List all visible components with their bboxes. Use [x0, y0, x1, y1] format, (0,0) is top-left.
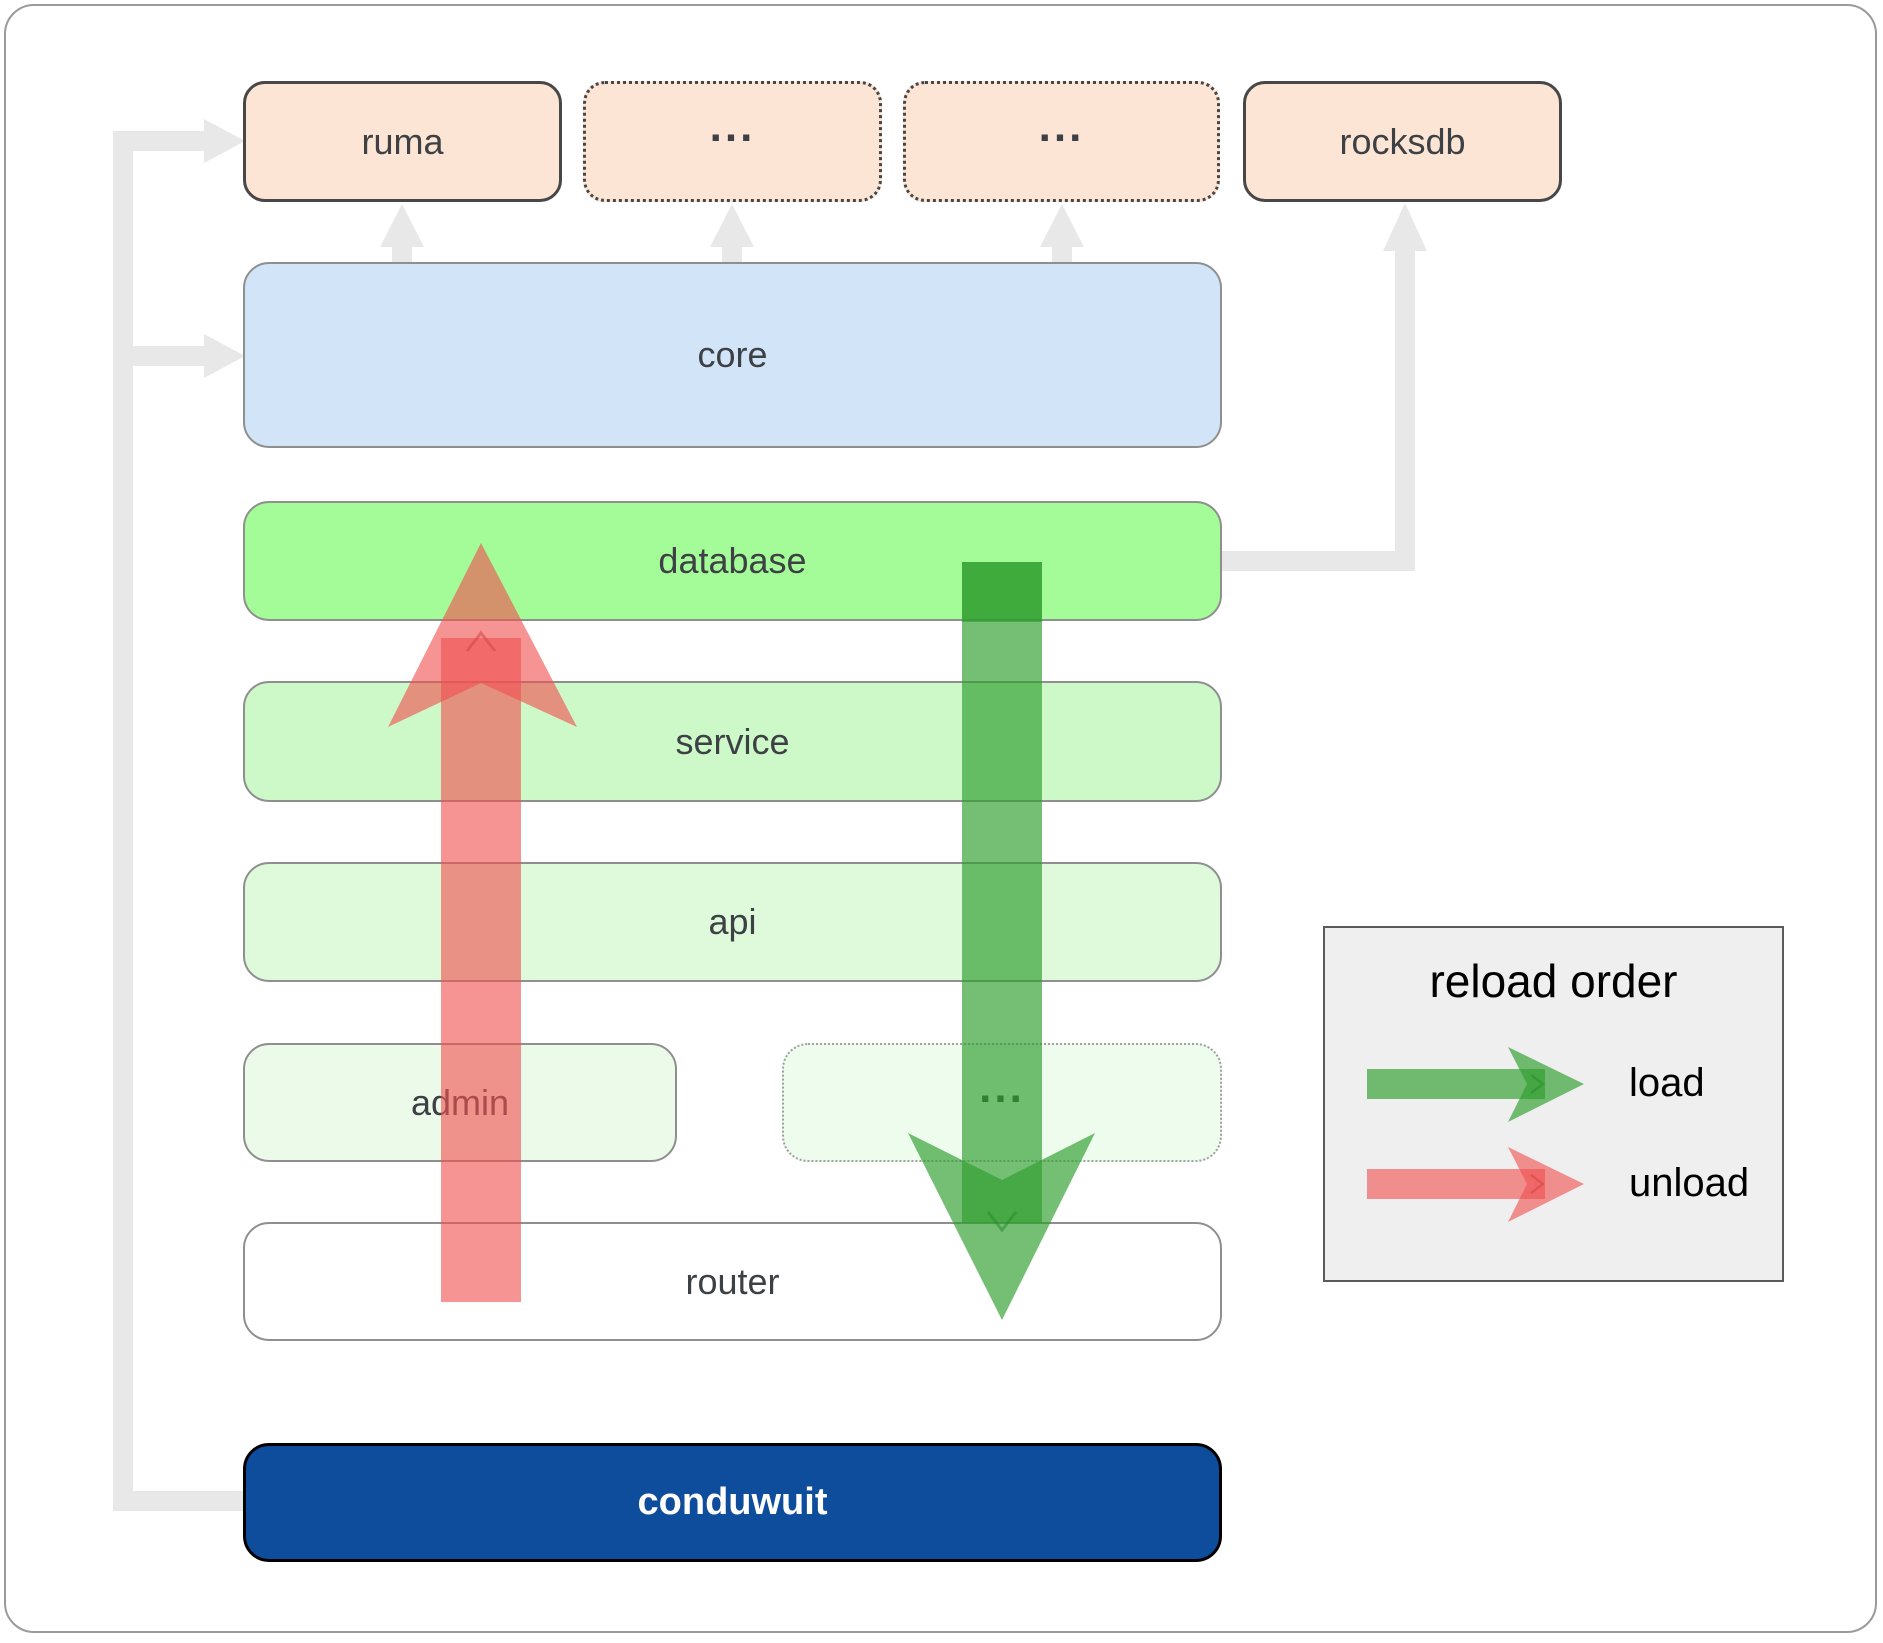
legend-load-arrow [1367, 1047, 1584, 1122]
box-ellipsis-mid: ... [782, 1043, 1222, 1162]
box-api-label: api [708, 901, 757, 942]
box-admin: admin [243, 1043, 677, 1162]
legend: reload order load unload [1323, 926, 1784, 1282]
legend-load-arrow-shaft [1367, 1069, 1545, 1099]
outer-frame [4, 4, 1877, 1633]
legend-unload-arrow-head [1508, 1147, 1584, 1222]
box-service-label: service [675, 720, 790, 762]
box-api: api [243, 862, 1222, 982]
box-database: database [243, 501, 1222, 621]
box-rocksdb: rocksdb [1243, 81, 1562, 202]
box-ellipsis-top-2: ... [903, 81, 1220, 202]
legend-title: reload order [1429, 955, 1678, 1007]
legend-load-arrow-head [1508, 1047, 1584, 1122]
box-ellipsis-top-2-label: ... [1038, 101, 1085, 151]
box-ruma: ruma [243, 81, 562, 202]
box-ellipsis-top-1-label: ... [709, 101, 756, 151]
legend-load-label: load [1629, 1061, 1705, 1105]
legend-unload-arrow-shaft [1367, 1169, 1545, 1199]
box-conduwuit: conduwuit [243, 1443, 1222, 1562]
box-conduwuit-label: conduwuit [637, 1481, 828, 1523]
box-router-label: router [685, 1260, 780, 1302]
box-core-label: core [697, 334, 768, 375]
box-rocksdb-label: rocksdb [1339, 120, 1466, 162]
legend-load-arrow-chevron [1530, 1074, 1546, 1094]
box-database-label: database [658, 540, 807, 581]
legend-unload-arrow [1367, 1147, 1584, 1222]
legend-unload-label: unload [1629, 1161, 1750, 1205]
box-ellipsis-top-1: ... [583, 81, 882, 202]
box-ellipsis-mid-label: ... [979, 1062, 1025, 1112]
legend-unload-arrow-chevron [1530, 1174, 1546, 1194]
box-core: core [243, 262, 1222, 448]
box-router: router [243, 1222, 1222, 1341]
box-service: service [243, 681, 1222, 802]
box-ruma-label: ruma [361, 120, 444, 162]
box-admin-label: admin [410, 1081, 510, 1123]
